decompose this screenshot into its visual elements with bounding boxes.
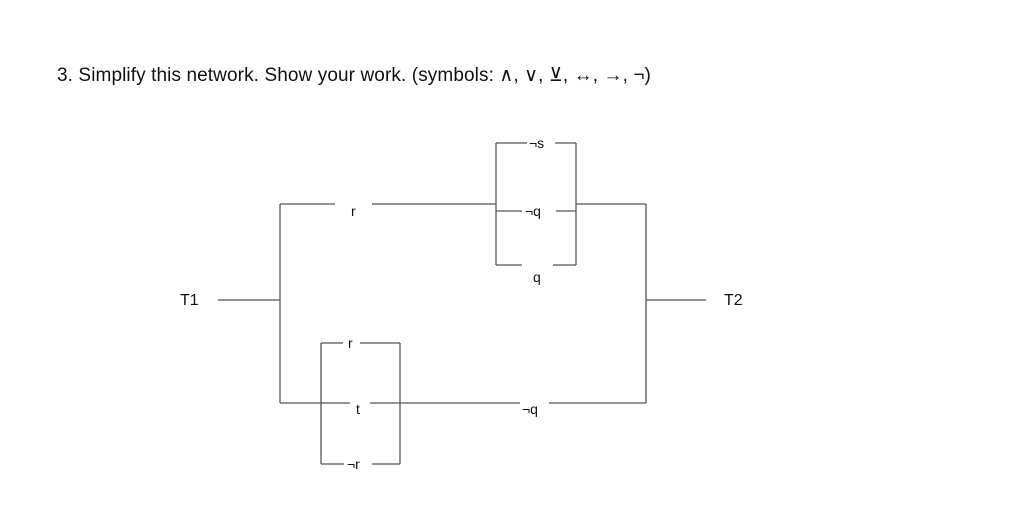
terminal-t1-label: T1: [180, 292, 199, 309]
bottom-group-switch-1-label: r: [348, 335, 353, 351]
top-group-switch-2-label: ¬q: [525, 203, 541, 219]
question-text: 3. Simplify this network. Show your work…: [57, 65, 651, 86]
terminal-t2-label: T2: [724, 292, 743, 309]
top-group-switch-1-label: ¬s: [529, 135, 544, 151]
bottom-series-switch-label: ¬q: [522, 401, 538, 417]
top-series-switch-label: r: [351, 203, 356, 219]
bottom-group-switch-2-label: t: [356, 401, 360, 417]
bottom-group-switch-3-label: ¬r: [347, 456, 360, 472]
top-group-switch-3-label: q: [533, 269, 541, 285]
